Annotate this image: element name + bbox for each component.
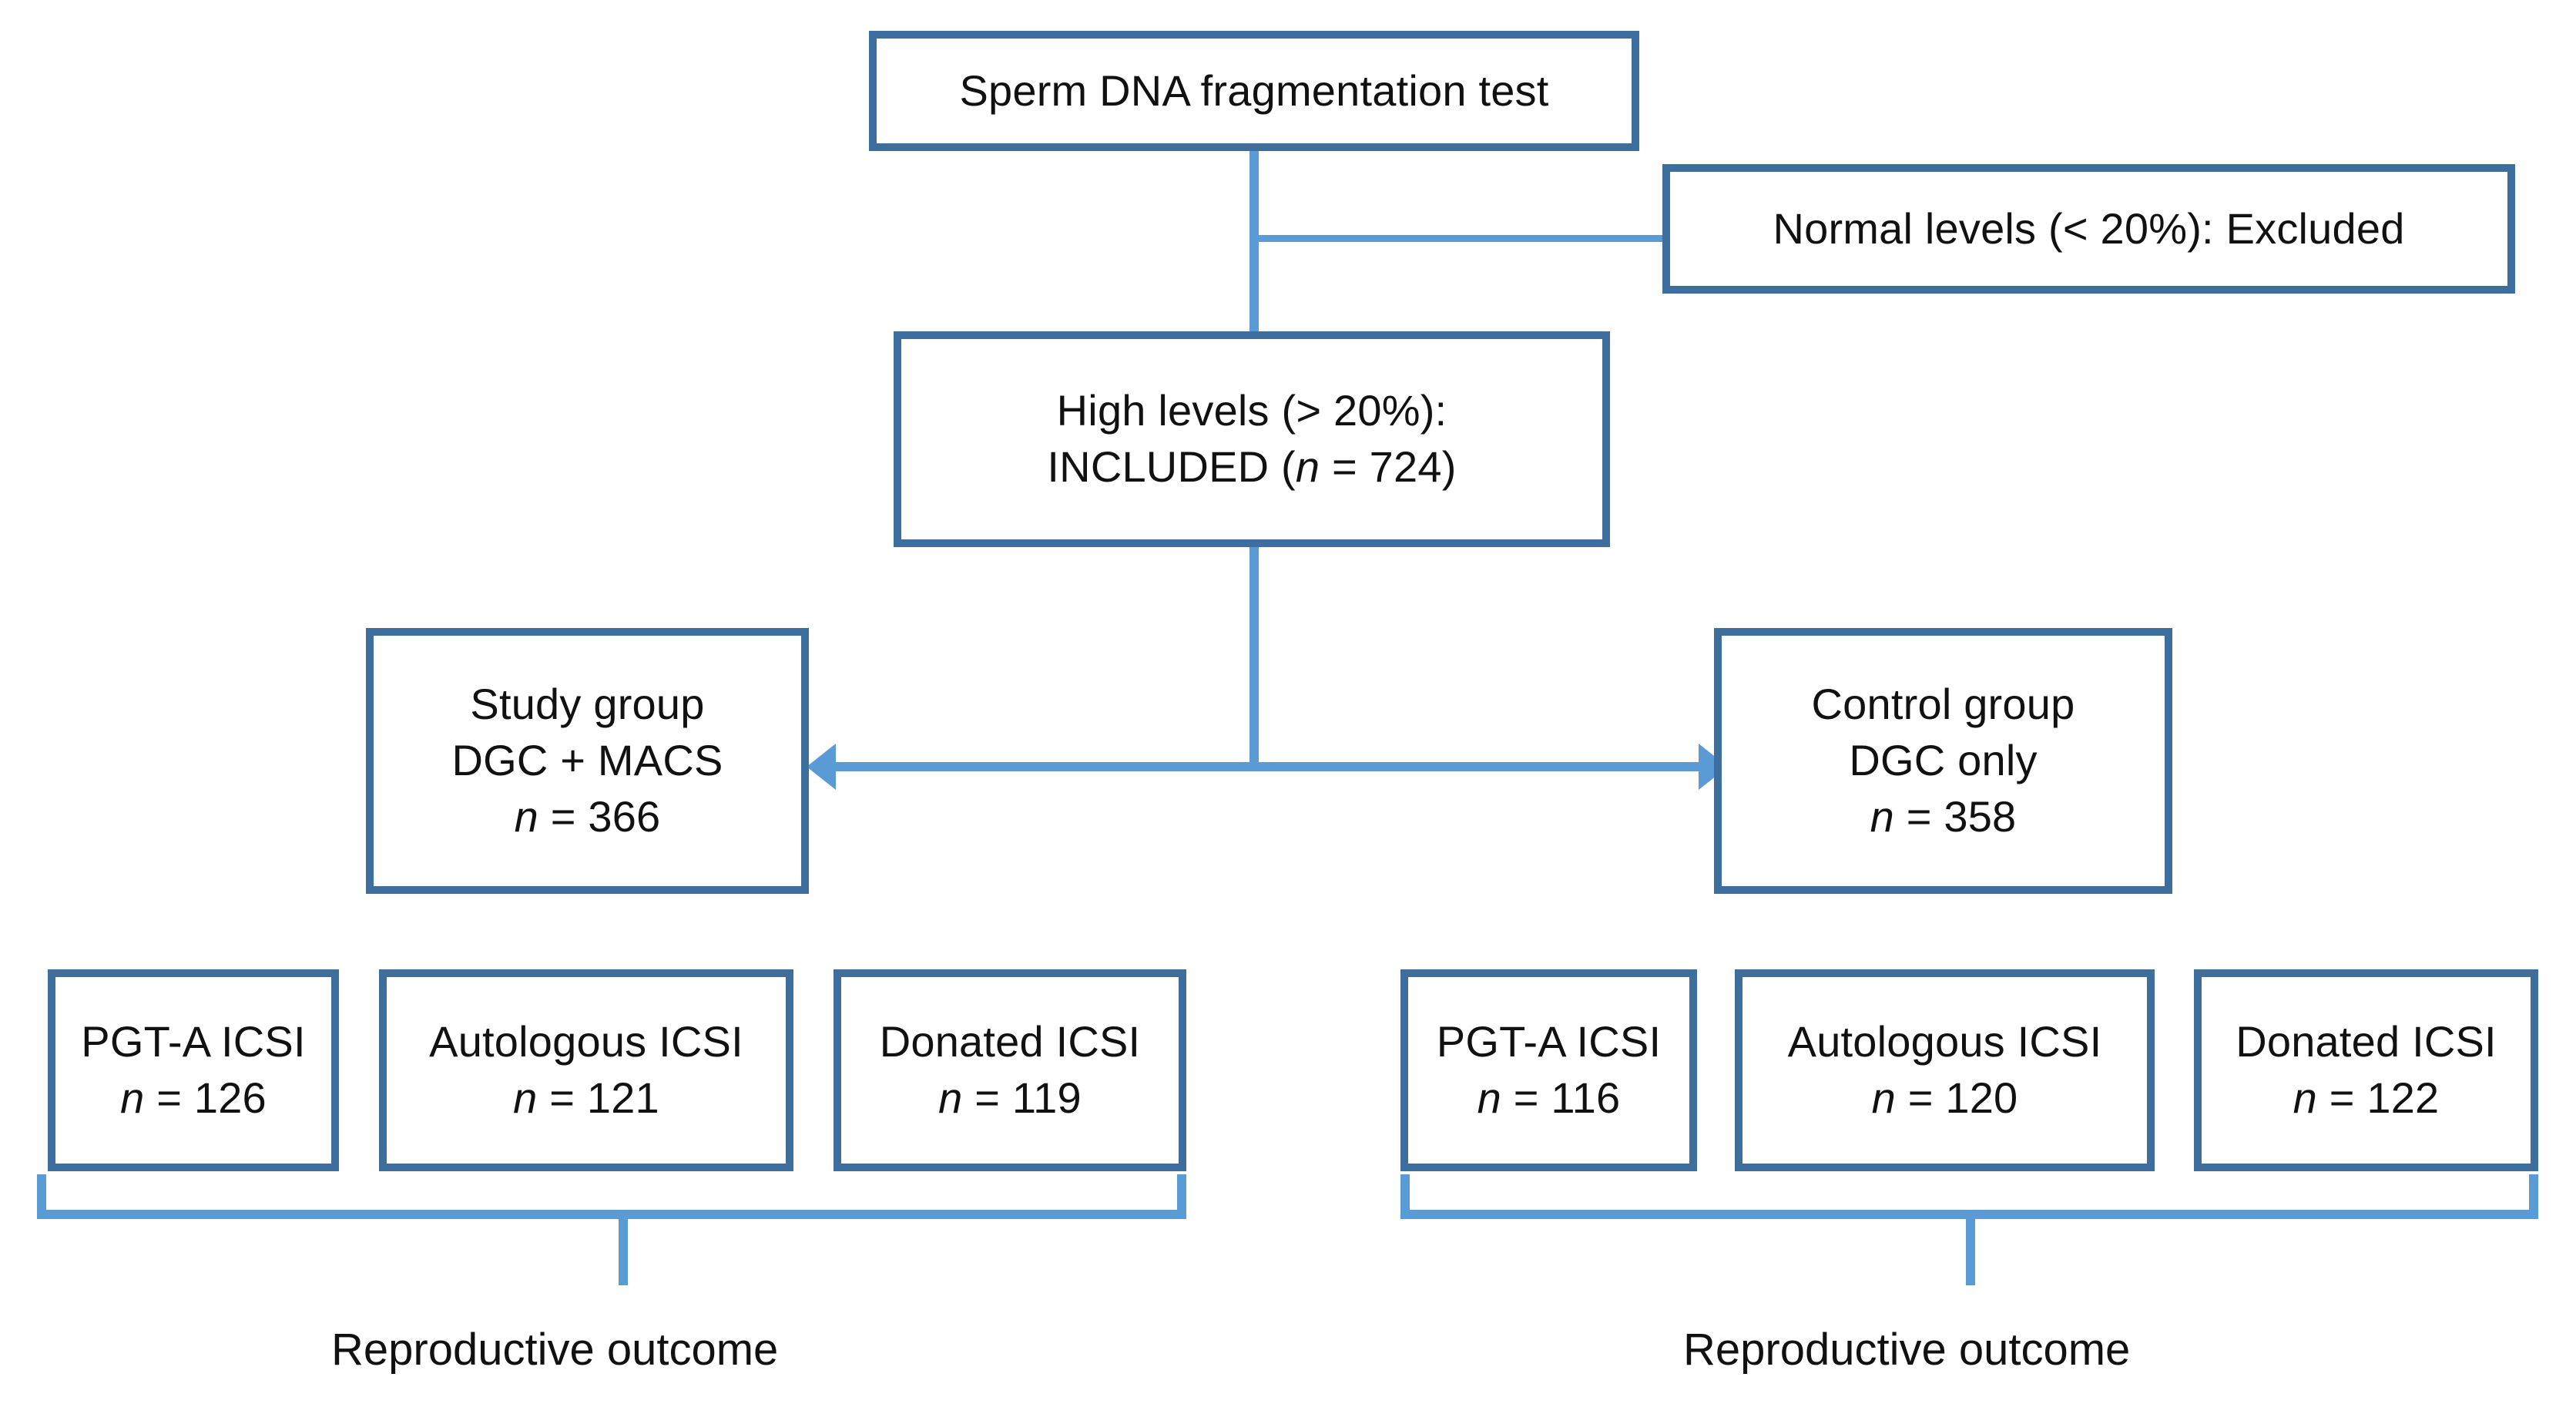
node-study-arm-pgta[interactable]: PGT-A ICSI n = 126	[48, 969, 339, 1171]
bracket-left-riser-end	[1177, 1174, 1186, 1219]
node-included-line2: INCLUDED (n = 724)	[1047, 439, 1456, 495]
node-study-group-n-value: = 366	[538, 791, 661, 841]
node-study-group[interactable]: Study group DGC + MACS n = 366	[366, 628, 809, 894]
study-arm-2-n-symbol: n	[938, 1073, 963, 1122]
connector-included-to-split	[1249, 543, 1259, 768]
control-arm-2-n-symbol: n	[2293, 1073, 2317, 1122]
connector-group-split-arrow	[836, 762, 1728, 771]
bracket-right-drop	[1966, 1210, 1975, 1285]
node-control-group-n-value: = 358	[1893, 791, 2017, 841]
connector-branch-to-excluded	[1253, 235, 1669, 242]
node-study-group-n-symbol: n	[514, 791, 538, 841]
bracket-right-riser-start	[1400, 1174, 1410, 1219]
node-control-group-line1: Control group	[1811, 680, 2075, 729]
node-study-arm-autologous[interactable]: Autologous ICSI n = 121	[379, 969, 793, 1171]
node-control-arm-autologous[interactable]: Autologous ICSI n = 120	[1735, 969, 2155, 1171]
study-arm-0-n-value: = 126	[144, 1073, 267, 1122]
node-study-arm-donated[interactable]: Donated ICSI n = 119	[834, 969, 1186, 1171]
connector-root-to-included	[1249, 146, 1259, 338]
study-arm-1-label: Autologous ICSI	[429, 1017, 743, 1066]
outcome-label-right: Reproductive outcome	[1683, 1325, 2131, 1375]
control-arm-0-n-value: = 116	[1501, 1073, 1621, 1122]
node-excluded-line1: Normal levels (< 20%): Excluded	[1773, 203, 2405, 253]
node-control-group-n: n = 358	[1870, 789, 2017, 845]
control-arm-2-n-value: = 122	[2316, 1073, 2440, 1122]
bracket-left-bar	[37, 1210, 1186, 1219]
control-arm-1-n: n = 120	[1872, 1070, 2018, 1127]
study-arm-2-n: n = 119	[938, 1070, 1082, 1127]
bracket-left-drop	[619, 1210, 628, 1285]
node-control-group-line2: DGC only	[1849, 736, 2038, 785]
control-arm-1-n-symbol: n	[1871, 1073, 1896, 1122]
study-arm-0-n: n = 126	[120, 1070, 267, 1127]
study-arm-0-label: PGT-A ICSI	[81, 1017, 306, 1066]
node-study-group-line2: DGC + MACS	[451, 736, 723, 785]
study-arm-1-n-value: = 121	[537, 1073, 659, 1122]
node-control-arm-pgta[interactable]: PGT-A ICSI n = 116	[1400, 969, 1697, 1171]
node-sperm-dna-fragmentation-test[interactable]: Sperm DNA fragmentation test	[869, 31, 1639, 151]
control-arm-0-n: n = 116	[1478, 1070, 1621, 1127]
node-normal-levels-excluded[interactable]: Normal levels (< 20%): Excluded	[1662, 164, 2515, 294]
control-arm-1-n-value: = 120	[1895, 1073, 2018, 1122]
study-arm-2-n-value: = 119	[962, 1073, 1082, 1122]
node-included-suffix: = 724)	[1320, 442, 1457, 491]
study-arm-2-label: Donated ICSI	[879, 1017, 1141, 1066]
node-included-prefix: INCLUDED (	[1047, 442, 1296, 491]
node-root-line1: Sperm DNA fragmentation test	[959, 65, 1549, 115]
arrowhead-to-study-group	[807, 744, 836, 790]
outcome-label-left: Reproductive outcome	[331, 1325, 779, 1375]
bracket-left-riser-start	[37, 1174, 46, 1219]
study-arm-0-n-symbol: n	[120, 1073, 145, 1122]
node-study-group-n: n = 366	[515, 789, 661, 845]
control-arm-1-label: Autologous ICSI	[1787, 1017, 2102, 1066]
node-high-levels-included[interactable]: High levels (> 20%): INCLUDED (n = 724)	[894, 331, 1610, 547]
study-arm-1-n: n = 121	[513, 1070, 659, 1127]
control-arm-2-n: n = 122	[2293, 1070, 2440, 1127]
node-included-n-symbol: n	[1295, 442, 1320, 491]
node-control-group[interactable]: Control group DGC only n = 358	[1714, 628, 2172, 894]
study-arm-1-n-symbol: n	[513, 1073, 538, 1122]
node-included-line1: High levels (> 20%):	[1056, 386, 1447, 435]
node-control-group-n-symbol: n	[1870, 791, 1894, 841]
control-arm-2-label: Donated ICSI	[2236, 1017, 2497, 1066]
bracket-right-riser-end	[2529, 1174, 2538, 1219]
control-arm-0-label: PGT-A ICSI	[1436, 1017, 1662, 1066]
node-control-arm-donated[interactable]: Donated ICSI n = 122	[2194, 969, 2538, 1171]
control-arm-0-n-symbol: n	[1477, 1073, 1502, 1122]
node-study-group-line1: Study group	[470, 680, 705, 729]
